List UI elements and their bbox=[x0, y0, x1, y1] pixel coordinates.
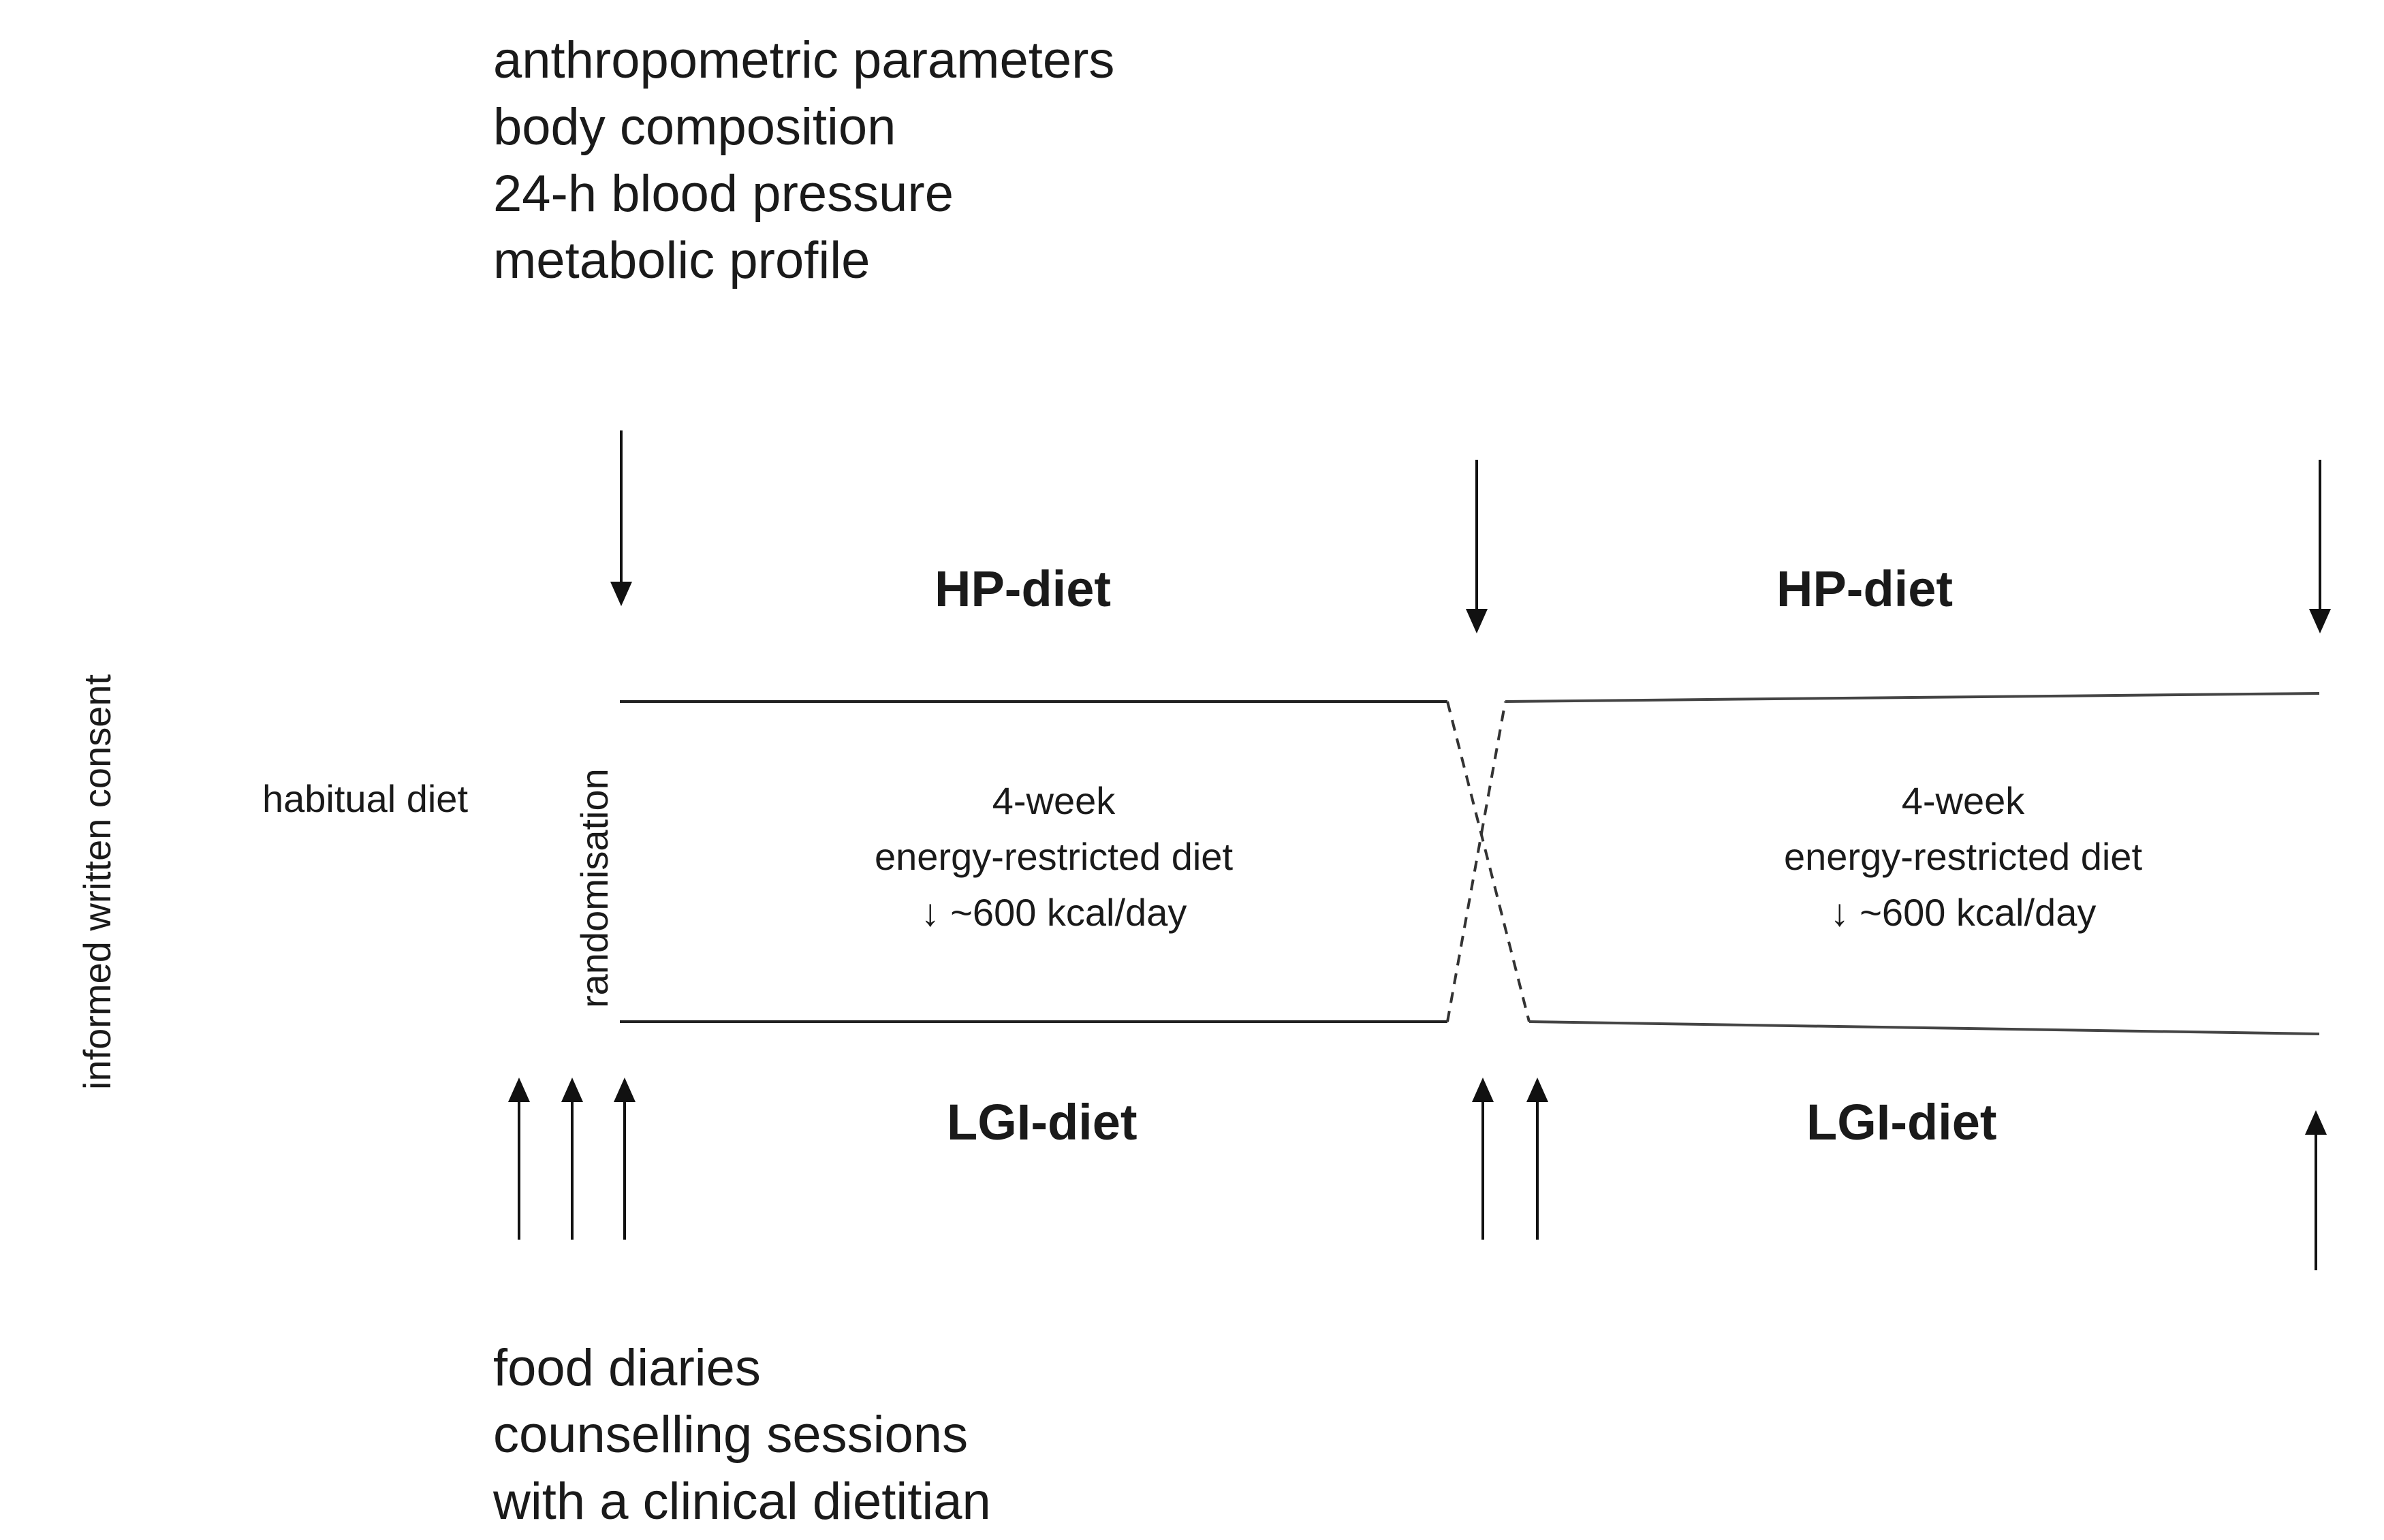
period2-top-line bbox=[1505, 692, 2320, 703]
up-arrow-6 bbox=[2305, 1110, 2327, 1270]
period1-description: 4-week energy-restricted diet ↓ ~600 kca… bbox=[747, 773, 1360, 941]
measurements-list: anthropometric parameters body compositi… bbox=[493, 27, 1114, 294]
period2-description: 4-week energy-restricted diet ↓ ~600 kca… bbox=[1657, 773, 2270, 941]
period2-top-diet: HP-diet bbox=[1776, 561, 1953, 617]
randomisation-label: randomisation bbox=[573, 768, 616, 1008]
counselling-item: food diaries bbox=[493, 1339, 761, 1397]
crossover-line-1 bbox=[1446, 701, 1531, 1022]
up-arrow-3 bbox=[614, 1078, 636, 1240]
period-diet-type: energy-restricted diet bbox=[874, 835, 1233, 878]
up-arrow-4 bbox=[1472, 1078, 1494, 1240]
down-arrow-end bbox=[2309, 460, 2331, 633]
period2-bottom-line bbox=[1528, 1020, 2320, 1035]
down-arrow-midpoint bbox=[1466, 460, 1488, 633]
up-arrow-2 bbox=[561, 1078, 583, 1240]
period2-bottom-diet: LGI-diet bbox=[1806, 1094, 1997, 1150]
up-arrow-5 bbox=[1526, 1078, 1548, 1240]
period1-top-diet: HP-diet bbox=[935, 561, 1111, 617]
period-energy-deficit: ↓ ~600 kcal/day bbox=[920, 891, 1187, 934]
period-duration: 4-week bbox=[1901, 779, 2025, 822]
consent-label: informed written consent bbox=[76, 674, 119, 1090]
crossover-line-2 bbox=[1446, 701, 1507, 1022]
period-duration: 4-week bbox=[992, 779, 1116, 822]
period-diet-type: energy-restricted diet bbox=[1783, 835, 2142, 878]
habitual-diet-label: habitual diet bbox=[262, 777, 469, 820]
counselling-item: with a clinical dietitian bbox=[493, 1473, 991, 1530]
up-arrow-1 bbox=[508, 1078, 530, 1240]
period-energy-deficit: ↓ ~600 kcal/day bbox=[1830, 891, 2097, 934]
measurement-item: body composition bbox=[493, 98, 896, 156]
counselling-list: food diaries counselling sessions with a… bbox=[493, 1335, 991, 1535]
down-arrow-baseline bbox=[610, 430, 632, 606]
counselling-item: counselling sessions bbox=[493, 1406, 969, 1464]
measurement-item: anthropometric parameters bbox=[493, 31, 1115, 89]
measurement-item: metabolic profile bbox=[493, 232, 871, 289]
measurement-item: 24-h blood pressure bbox=[493, 165, 954, 223]
period1-bottom-diet: LGI-diet bbox=[947, 1094, 1138, 1150]
